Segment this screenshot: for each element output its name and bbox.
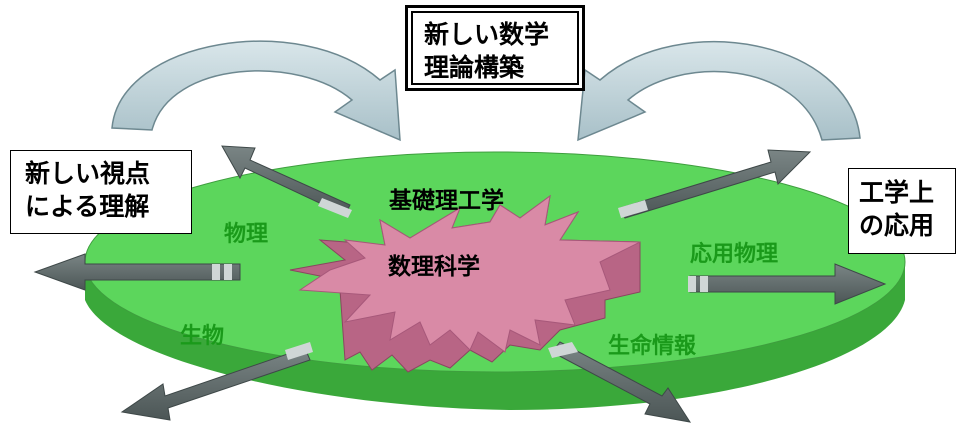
new-math-line1: 新しい数学 xyxy=(424,20,550,49)
field-label-biology: 生物 xyxy=(180,324,225,349)
new-viewpoint-line2: による理解 xyxy=(25,192,150,221)
central-star-shape xyxy=(289,194,641,373)
arrow-left xyxy=(33,253,241,291)
engineering-application-line2: の応用 xyxy=(859,211,935,240)
curved-arrow-right xyxy=(577,41,861,142)
field-label-physics: 物理 xyxy=(224,222,269,247)
new-math-theory-box: 新しい数学 理論構築 xyxy=(405,5,585,91)
arrow-right xyxy=(688,263,887,305)
new-viewpoint-box: 新しい視点 による理解 xyxy=(10,150,192,234)
center-label: 数理科学 xyxy=(388,254,480,280)
arrow-lower-left xyxy=(120,342,313,421)
engineering-application-box: 工学上 の応用 xyxy=(848,168,956,254)
arrow-lower-right xyxy=(548,341,692,423)
top-field-label: 基礎理工学 xyxy=(389,188,504,214)
curved-arrow-left xyxy=(111,40,401,142)
engineering-application-line1: 工学上 xyxy=(859,178,935,207)
new-viewpoint-line1: 新しい視点 xyxy=(25,159,151,188)
field-label-bioinformatics: 生命情報 xyxy=(608,334,697,359)
field-label-applied-physics: 応用物理 xyxy=(690,242,779,267)
new-math-line2: 理論構築 xyxy=(424,53,525,82)
arrow-upper-left xyxy=(221,145,352,218)
arrow-upper-right xyxy=(618,149,812,219)
